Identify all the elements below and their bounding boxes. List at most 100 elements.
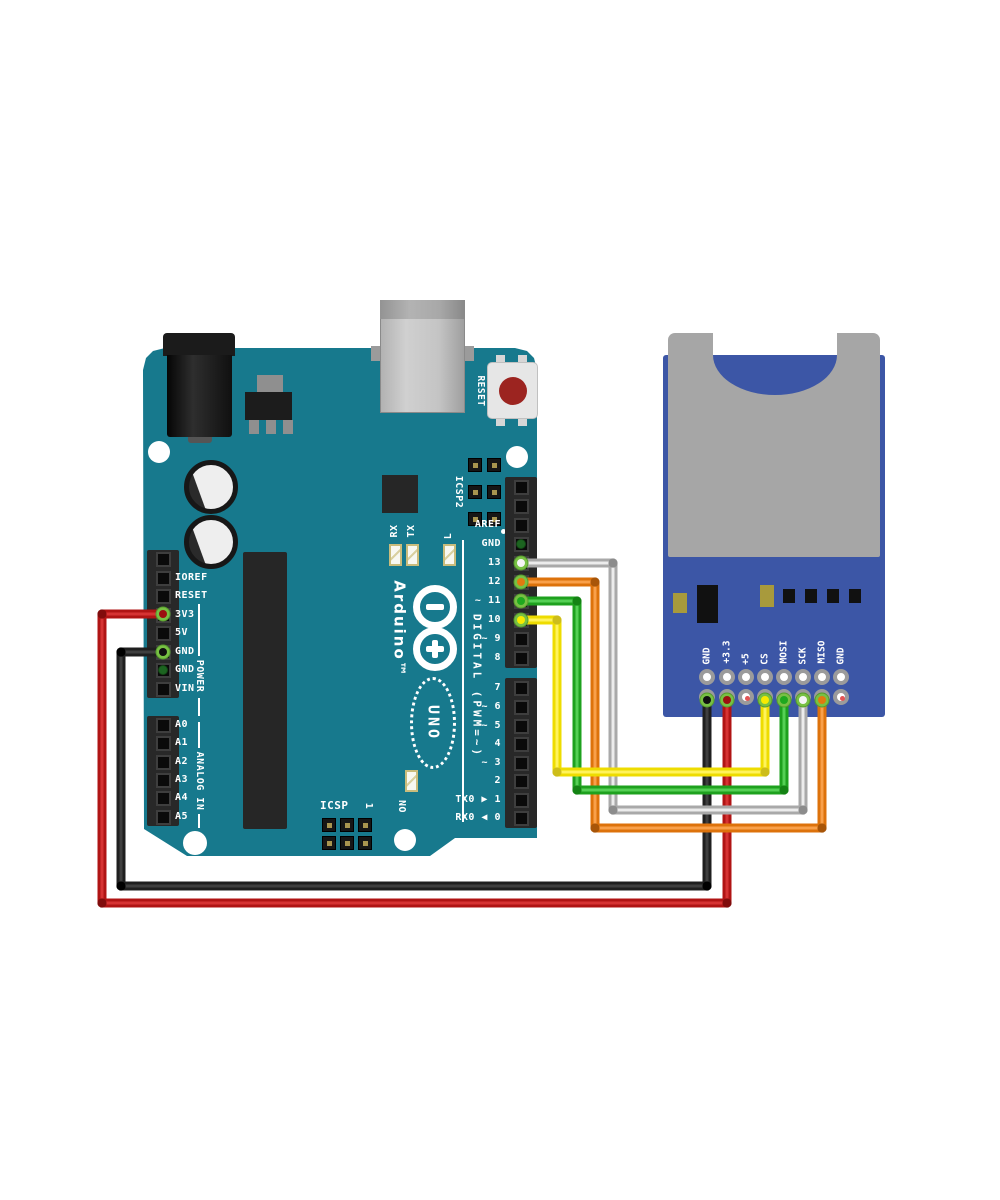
power-section-line (198, 698, 200, 716)
tx-led (406, 544, 419, 566)
sd-hole-unconnected-dot (840, 696, 845, 701)
usb-interface-chip (382, 475, 418, 513)
sd-hole-top (738, 669, 754, 685)
pin-label-reset: RESET (175, 590, 208, 601)
pin-socket (513, 792, 529, 808)
red-3v3-wire-bend (97, 898, 107, 908)
pin-label-8: 8 (494, 652, 501, 663)
pin-socket (155, 625, 171, 641)
pin-socket (513, 631, 529, 647)
rx-led (389, 544, 402, 566)
black-gnd-wire-bend (116, 647, 126, 657)
green-mosi-wire-bend (572, 785, 582, 795)
voltage-regulator-leg (249, 420, 259, 434)
yellow-cs-wire-terminal-center (761, 696, 769, 704)
pin-socket (155, 754, 171, 770)
pin-header-strip (147, 716, 179, 826)
reset-button-cap (499, 377, 527, 405)
pin-socket (155, 735, 171, 751)
sd-smd-resistor (827, 589, 839, 603)
red-3v3-wire-core (100, 612, 729, 905)
pin-socket (513, 650, 529, 666)
uno-oval (410, 677, 456, 769)
pin-socket (513, 736, 529, 752)
sd-smd-chip (697, 585, 718, 623)
icsp2-pin-pad (492, 463, 497, 468)
sd-hole-top (757, 669, 773, 685)
pin-label-3: ~ 3 (481, 757, 501, 768)
power-jack-pin (188, 437, 212, 443)
usb-connector-top-band (380, 300, 465, 319)
icsp-pin-pad (327, 841, 332, 846)
orange-miso-wire-bend (817, 823, 827, 833)
pin-socket (513, 699, 529, 715)
red-3v3-wire-terminal-center (159, 610, 167, 618)
pin-label-4: 4 (494, 738, 501, 749)
power-jack (163, 333, 235, 356)
sd-hole-top (776, 669, 792, 685)
mounting-hole (506, 446, 528, 468)
pin-label-a2: A2 (175, 756, 189, 767)
icsp-pin-pad (327, 823, 332, 828)
voltage-regulator-leg (266, 420, 276, 434)
icsp-pin (322, 836, 336, 850)
black-gnd-wire-terminal-center (703, 696, 711, 704)
icsp2-pin-pad (492, 490, 497, 495)
icsp-pin (322, 818, 336, 832)
pin-socket (513, 479, 529, 495)
reset-button-leg (496, 417, 505, 426)
pin-label-2: 2 (494, 775, 501, 786)
reset-button-leg (518, 355, 527, 364)
pin-label-6: ~ 6 (481, 701, 501, 712)
voltage-regulator-body (245, 392, 292, 420)
green-mosi-wire-terminal-center (517, 597, 525, 605)
black-gnd-wire-bend (116, 881, 126, 891)
capacitor (184, 515, 238, 569)
pin-socket (155, 772, 171, 788)
yellow-cs-wire-bend (552, 615, 562, 625)
icsp2-pin (468, 485, 482, 499)
pin-label-5v: 5V (175, 627, 189, 638)
mounting-hole (183, 831, 207, 855)
red-3v3-wire-bend (722, 898, 732, 908)
sd-hole-top (699, 669, 715, 685)
red-3v3-wire-terminal-center (723, 696, 731, 704)
pin-label-gnd: GND (175, 646, 195, 657)
orange-miso-wire-terminal-center (818, 696, 826, 704)
pin-label-gnd: GND (175, 664, 195, 675)
icsp2-pin-pad (473, 463, 478, 468)
atmega-chip (243, 552, 287, 829)
icsp2-pin (487, 458, 501, 472)
pin-label-a5: A5 (175, 811, 189, 822)
red-3v3-wire-bend (97, 609, 107, 619)
pin-label-12: 12 (487, 576, 501, 587)
sd-hole-top (795, 669, 811, 685)
usb-connector-tab (464, 346, 474, 361)
pin-socket (155, 809, 171, 825)
pin-socket (513, 517, 529, 533)
icsp2-pin-pad (492, 517, 497, 522)
pin-label-3v3: 3V3 (175, 609, 195, 620)
sd-hole-top (814, 669, 830, 685)
pin-label-a4: A4 (175, 792, 189, 803)
sd-slot-notch-opening (713, 333, 837, 355)
pin-socket (513, 755, 529, 771)
yellow-cs-wire-terminal-center (517, 616, 525, 624)
green-mosi-wire-bend (572, 596, 582, 606)
icsp-pin (340, 818, 354, 832)
pin-label-9: ~ 9 (481, 633, 501, 644)
icsp-pin-pad (363, 841, 368, 846)
icsp2-pin-pad (473, 517, 478, 522)
pin1-dot (501, 529, 506, 534)
sd-smd-pad (760, 585, 774, 607)
mounting-hole (394, 829, 416, 851)
pin-socket (513, 773, 529, 789)
sd-hole-unconnected-dot (745, 696, 750, 701)
logo-plus-v (432, 640, 438, 658)
l-led (443, 544, 456, 566)
pin-label-7: 7 (494, 682, 501, 693)
mounting-hole (148, 441, 170, 463)
gray-sck-wire-terminal-center (517, 559, 525, 567)
sd-hole-top (833, 669, 849, 685)
